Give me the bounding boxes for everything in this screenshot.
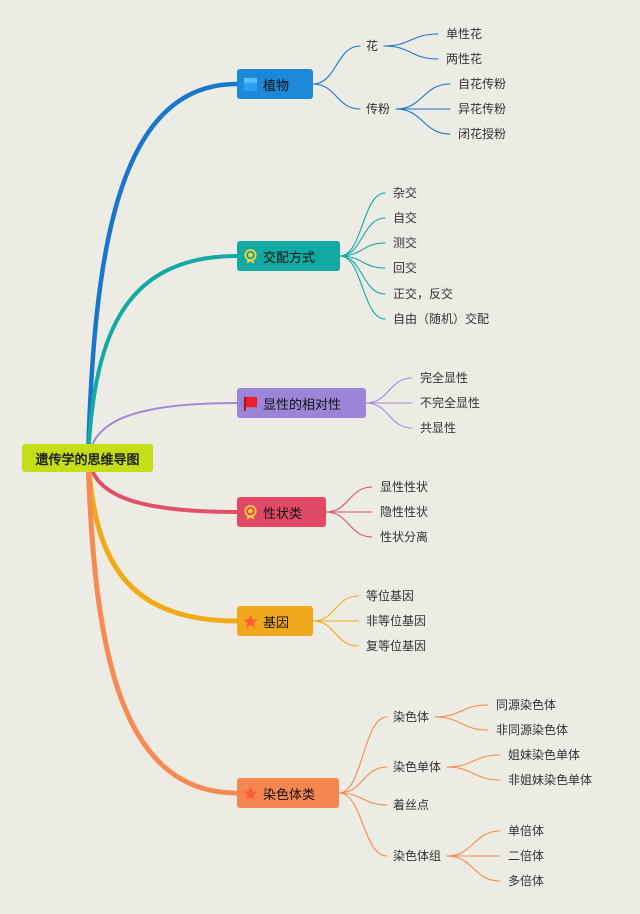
leaf-connector [312, 595, 359, 622]
leaf-connector [395, 83, 451, 110]
leaf-connector [434, 704, 489, 718]
flag-icon [243, 396, 258, 411]
branch-connector-5 [85, 455, 240, 796]
leaf-connector [434, 716, 489, 731]
leaf-connector [395, 108, 451, 135]
branch-node-5[interactable]: 染色体类 [237, 778, 339, 808]
leaf-topic[interactable]: 正交，反交 [393, 287, 454, 301]
leaf-topic[interactable]: 自交 [393, 211, 418, 225]
medal-icon [243, 248, 258, 264]
branch-node-4[interactable]: 基因 [237, 606, 313, 636]
branch-node-2[interactable]: 显性的相对性 [237, 388, 366, 418]
sub-topic[interactable]: 传粉 [366, 102, 391, 116]
leaf-topic[interactable]: 测交 [393, 236, 418, 250]
leaf-topic[interactable]: 同源染色体 [496, 698, 557, 712]
leaf-connector [312, 620, 359, 647]
leaf-topic[interactable]: 非同源染色体 [496, 723, 569, 737]
branch-label: 染色体类 [263, 787, 316, 803]
branch-connector-0 [85, 81, 240, 461]
leaf-topic[interactable]: 显性性状 [380, 480, 429, 494]
leaf-topic[interactable]: 性状分离 [380, 530, 429, 544]
leaf-connector [365, 377, 413, 404]
sub-topic[interactable]: 花 [366, 39, 379, 53]
leaf-topic[interactable]: 自由（随机）交配 [393, 312, 490, 326]
leaf-topic[interactable]: 共显性 [420, 421, 457, 435]
leaf-connector [339, 217, 386, 257]
branch-label: 基因 [263, 615, 290, 631]
leaf-topic[interactable]: 等位基因 [366, 589, 415, 603]
star-icon [243, 614, 258, 629]
leaf-topic[interactable]: 复等位基因 [366, 639, 427, 653]
leaf-connector [338, 792, 388, 857]
branch-label: 交配方式 [263, 250, 316, 266]
leaf-topic[interactable]: 单倍体 [508, 824, 545, 838]
leaf-topic[interactable]: 两性花 [446, 52, 483, 66]
leaf-topic[interactable]: 杂交 [393, 186, 418, 200]
leaf-connector [446, 855, 501, 882]
branch-node-0[interactable]: 植物 [237, 69, 313, 99]
leaf-connector [325, 486, 373, 513]
leaf-topic[interactable]: 回交 [393, 261, 418, 275]
leaf-connector [446, 754, 501, 768]
branch-label: 性状类 [263, 506, 303, 522]
leaf-topic[interactable]: 二倍体 [508, 849, 545, 863]
leaf-topic[interactable]: 异花传粉 [458, 102, 507, 116]
leaf-connector [312, 45, 361, 85]
leaf-connector [312, 83, 361, 110]
branch-connector-4 [85, 455, 240, 624]
branch-node-3[interactable]: 性状类 [237, 497, 326, 527]
leaf-topic[interactable]: 完全显性 [420, 371, 469, 385]
leaf-connector [365, 402, 413, 429]
branch-node-1[interactable]: 交配方式 [237, 241, 340, 271]
leaf-topic[interactable]: 非姐妹染色单体 [508, 773, 593, 787]
medal-icon [243, 504, 258, 520]
leaf-connector [339, 192, 386, 257]
square-icon [243, 77, 258, 92]
leaf-connector [339, 255, 386, 295]
leaf-topic[interactable]: 闭花授粉 [458, 127, 507, 141]
leaf-topic[interactable]: 隐性性状 [380, 505, 429, 519]
leaf-topic[interactable]: 非等位基因 [366, 614, 427, 628]
leaf-topic[interactable]: 姐妹染色单体 [508, 748, 581, 762]
leaf-topic[interactable]: 不完全显性 [420, 396, 481, 410]
leaf-connector [339, 242, 386, 257]
sub-topic[interactable]: 染色单体 [393, 760, 442, 774]
leaf-topic[interactable]: 多倍体 [508, 874, 545, 888]
sub-topic[interactable]: 染色体组 [393, 849, 442, 863]
leaf-connector [446, 766, 501, 781]
sub-topic[interactable]: 着丝点 [393, 798, 430, 812]
root-node[interactable]: 遗传学的思维导图 [22, 444, 153, 472]
leaf-topic[interactable]: 自花传粉 [458, 77, 507, 91]
leaf-connector [383, 33, 439, 47]
leaf-connector [446, 830, 501, 857]
leaf-connector [339, 255, 386, 320]
leaf-connector [383, 45, 439, 60]
star-icon [243, 786, 258, 801]
leaf-connector [338, 766, 388, 794]
leaf-connector [338, 792, 388, 806]
branch-label: 显性的相对性 [263, 397, 342, 413]
leaf-topic[interactable]: 单性花 [446, 27, 483, 41]
branch-label: 植物 [263, 78, 290, 94]
branch-connector-1 [86, 254, 239, 460]
sub-topic[interactable]: 染色体 [393, 710, 430, 724]
leaf-connector [338, 716, 388, 794]
leaf-connector [325, 511, 373, 538]
